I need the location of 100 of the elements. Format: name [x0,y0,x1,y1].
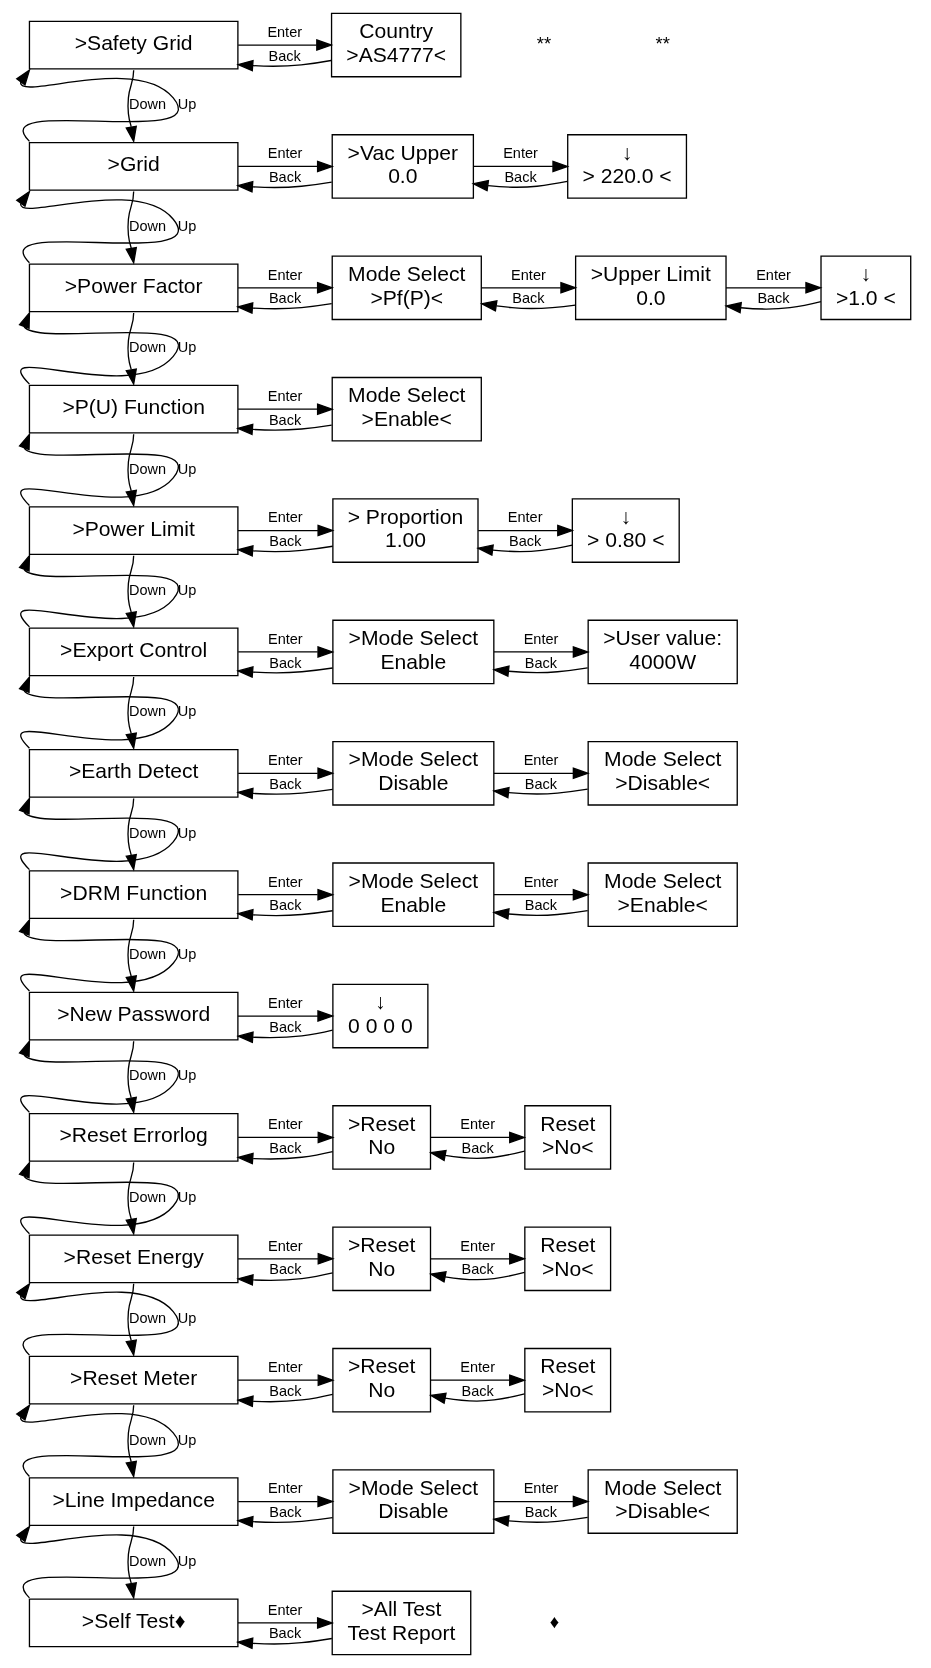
arrow [429,1131,527,1144]
node-box: Reset >No< [524,1105,612,1170]
node-box: Reset >No< [524,1347,612,1413]
arrow [237,524,335,537]
node-box: >New Password [28,991,239,1041]
arrow [125,1283,138,1358]
node-box: >Mode Select Enable [332,619,495,685]
node-box: >Self Test♦ [28,1598,239,1648]
node-box: >User value: 4000W [587,619,738,685]
arrow [724,300,822,314]
arrow [125,69,138,144]
edge-label: Back [268,290,302,307]
arrow [125,1040,138,1115]
edge-label: Enter [523,752,559,769]
arrow [471,179,568,192]
edge-label: Down [128,339,167,356]
node-box: >Safety Grid [28,20,239,70]
node-box: >Power Limit [28,506,239,555]
edge-label: Back [269,1504,302,1521]
edge-label: Enter [460,1359,496,1375]
node-box: >Vac Upper 0.0 [331,134,475,199]
edge-label: Back [269,1140,302,1156]
arrow [236,59,332,72]
edge-label: Up [177,824,197,841]
arrow [237,1252,335,1265]
node-box: ↓ >1.0 < [820,255,912,321]
edge-label: Back [268,411,302,428]
edge-label: Up [177,1310,197,1327]
edge-label: Enter [268,1237,303,1254]
node-box: Reset >No< [524,1226,612,1292]
arrow [492,1514,589,1527]
edge-label: Enter [267,388,303,405]
edge-label: Up [177,1067,197,1084]
edge-label: Down [128,824,167,841]
node-box: >P(U) Function [28,384,239,434]
edge-label: Up [177,339,197,356]
arrow [125,797,138,872]
node-box: >DRM Function [28,870,239,920]
edge-label: Back [269,1382,302,1399]
edge-label: Enter [267,23,303,40]
edge-label: Up [177,1188,197,1205]
arrow [237,1131,335,1144]
node-box: Mode Select >Enable< [331,376,482,442]
edge-label: Back [269,1261,302,1278]
arrow [492,908,589,920]
edge-label: Down [128,946,167,963]
arrow [493,645,590,658]
edge-label: Enter [523,873,559,890]
arrow [237,281,335,294]
arrow [236,666,334,679]
node-box: Mode Select >Disable< [587,1469,738,1534]
node-box: Mode Select >Pf(P)< [331,255,482,321]
node-box: >Grid [28,142,239,191]
edge-label: Enter [460,1116,496,1133]
edge-label: Enter [267,266,303,283]
arrow [125,1404,138,1479]
arrow [236,908,334,921]
node-box: >Reset Meter [28,1355,239,1405]
edge-label: Back [461,1382,494,1399]
arrow [493,767,590,780]
arrow [18,675,179,749]
edge-label: Enter [267,145,303,162]
node-box: >Mode Select Disable [332,741,495,806]
arrow [237,1616,335,1629]
edge-label: Down [128,581,167,598]
arrow [236,1393,334,1408]
arrow [429,1374,527,1387]
label: ♦ [549,1610,560,1632]
arrow [236,1515,334,1528]
arrow [428,1149,526,1162]
node-box: >Reset No [332,1347,432,1413]
edge-label: Up [177,581,197,598]
edge-label: Enter [460,1237,496,1254]
edge-label: Up [177,703,197,720]
edge-label: Enter [511,266,546,283]
node-box: Mode Select >Enable< [587,862,738,927]
arrow [428,1392,526,1405]
edge-label: Enter [267,1601,303,1618]
node-box: >Export Control [28,627,239,677]
edge-label: Enter [268,1359,303,1375]
edge-label: Enter [268,873,303,890]
edge-label: Back [524,775,558,792]
arrow [237,1010,335,1023]
arrow [237,1495,335,1508]
node-box: >Reset No [332,1226,432,1292]
arrow [235,423,333,436]
arrow [236,1150,334,1165]
arrow [15,1525,180,1599]
arrow [125,1525,138,1600]
edge-label: Enter [523,1480,559,1497]
arrow [725,281,823,294]
edge-label: Back [269,1018,302,1035]
edge-label: Down [128,703,167,720]
arrow [18,796,179,871]
arrow [235,180,333,193]
node-box: >Mode Select Enable [332,862,495,927]
edge-label: Enter [268,509,303,526]
edge-label: Enter [503,145,538,162]
edge-label: Up [177,1552,197,1569]
arrow [18,432,179,507]
